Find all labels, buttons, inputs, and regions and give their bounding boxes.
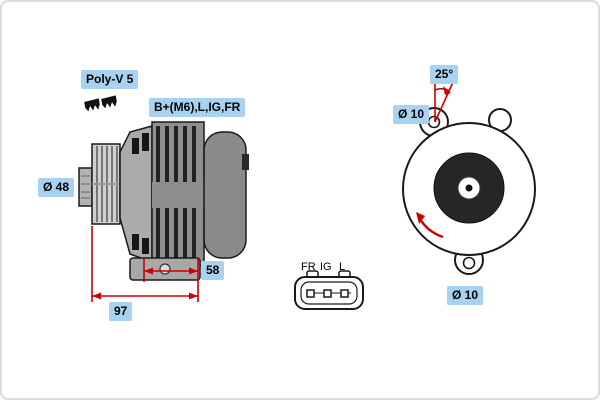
pulley-diameter-label: Ø 48	[38, 178, 75, 197]
dimension-line-58	[143, 258, 198, 282]
mount-hole-bottom	[462, 256, 476, 270]
width-dimension-label: 97	[109, 302, 133, 321]
belt-profile-icon	[84, 95, 117, 112]
mount-hole-top-label: Ø 10	[393, 105, 430, 124]
dimension-line-97	[91, 226, 199, 302]
depth-dimension-label: 58	[201, 261, 225, 280]
rotation-arrow	[416, 212, 444, 239]
pulley	[91, 143, 121, 225]
connector-pin-label-l: L	[339, 261, 346, 273]
connector-pin-label-ig: IG	[320, 261, 332, 273]
alternator-rear-view	[402, 78, 536, 275]
mounting-foot	[129, 257, 201, 281]
rear-housing	[203, 131, 249, 259]
plug-connector	[294, 270, 364, 310]
angle-lines	[434, 78, 455, 123]
stator-body	[151, 121, 205, 267]
terminals-label: B+(M6),L,IG,FR	[149, 98, 246, 117]
pulley-nut	[78, 167, 93, 207]
belt-type-label: Poly-V 5	[81, 70, 139, 89]
connector-pins	[306, 289, 351, 298]
connector-pin-label-fr: FR	[301, 261, 316, 273]
angle-label: 25°	[430, 65, 459, 84]
front-bracket	[119, 125, 153, 264]
mount-hole-top	[427, 115, 441, 129]
mount-hole-bottom-label: Ø 10	[447, 286, 484, 305]
rotor-center	[433, 152, 505, 224]
alternator-side-view	[78, 95, 249, 302]
